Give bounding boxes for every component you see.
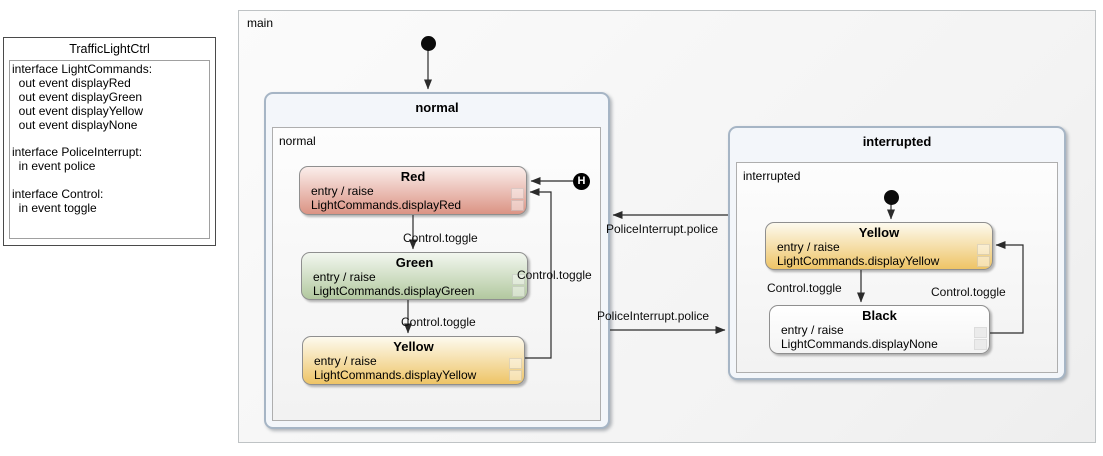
state-green-title: Green [395,255,434,270]
state-yellow-normal-title: Yellow [393,339,434,354]
state-yellow-normal-entry-line1: entry / raise [314,354,377,368]
transition-label-yellow-to-black[interactable]: Control.toggle [767,281,842,295]
interface-declarations: interface LightCommands: out event displ… [9,60,210,239]
transition-label-black-to-yellow[interactable]: Control.toggle [931,285,1006,299]
state-black-entry-line2: LightCommands.displayNone [781,337,938,351]
state-black-title: Black [862,308,897,323]
state-yellow-interrupted-entry-line1: entry / raise [777,240,840,254]
state-green-entry-line2: LightCommands.displayGreen [313,284,475,298]
state-green-entry-line1: entry / raise [313,270,376,284]
state-black-entry-line1: entry / raise [781,323,844,337]
transition-label-red-to-green[interactable]: Control.toggle [403,231,478,245]
region-interrupted-label: interrupted [743,169,801,183]
state-red-title: Red [400,169,426,184]
main-region-label: main [247,16,274,30]
state-red-entry-line2: LightCommands.displayRed [311,198,462,212]
statechart-name: TrafficLightCtrl [69,42,150,56]
transition-label-yellow-to-red[interactable]: Control.toggle [517,268,592,282]
state-yellow-interrupted-entry-line2: LightCommands.displayYellow [777,254,940,268]
subregion-indicator-icon [509,358,522,382]
composite-interrupted-title: interrupted [862,134,932,149]
state-yellow-interrupted-title: Yellow [858,225,900,240]
subregion-indicator-icon [977,244,990,268]
region-normal-label: normal [279,134,316,148]
declarations-panel: TrafficLightCtrl interface LightCommands… [3,37,216,246]
transition-label-interrupted-to-normal[interactable]: PoliceInterrupt.police [606,222,719,236]
subregion-indicator-icon [512,274,525,298]
shallow-history-icon[interactable]: H [573,173,590,190]
subregion-indicator-icon [511,188,524,212]
composite-normal-title: normal [415,100,459,115]
transition-label-green-to-yellow[interactable]: Control.toggle [401,315,476,329]
transition-label-normal-to-interrupted[interactable]: PoliceInterrupt.police [597,309,710,323]
initial-state-icon[interactable] [884,190,899,205]
initial-state-icon[interactable] [421,36,436,51]
state-red-entry-line1: entry / raise [311,184,374,198]
state-yellow-normal-entry-line2: LightCommands.displayYellow [314,368,477,382]
subregion-indicator-icon [974,327,987,351]
